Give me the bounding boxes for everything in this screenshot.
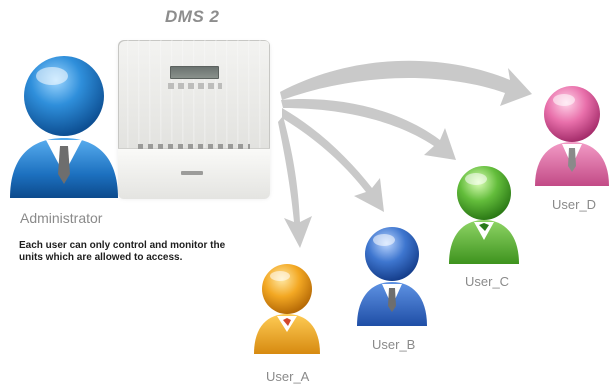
device-logo [181, 171, 203, 175]
user-b-icon [357, 227, 427, 326]
arrow-to-user-a [278, 116, 312, 248]
device-display [170, 66, 219, 79]
dms2-controller-device [118, 40, 270, 199]
diagram-title: DMS 2 [165, 7, 220, 26]
administrator-label: Administrator [20, 210, 103, 226]
administrator-icon [10, 56, 118, 198]
arrow-to-user-d [280, 60, 532, 106]
arrow-to-user-c [281, 99, 456, 160]
user-c-label: User_C [465, 274, 510, 289]
user-b-label: User_B [372, 337, 416, 352]
user-d-icon [535, 86, 609, 186]
user-a-label: User_A [266, 369, 310, 384]
arrow-to-user-b [282, 108, 384, 212]
user-c-icon [449, 166, 519, 264]
device-buttons [168, 83, 222, 89]
device-indicator-leds [138, 144, 250, 149]
access-description: Each user can only control and monitor t… [19, 240, 226, 263]
user-d-label: User_D [552, 197, 597, 212]
user-a-icon [254, 264, 320, 354]
